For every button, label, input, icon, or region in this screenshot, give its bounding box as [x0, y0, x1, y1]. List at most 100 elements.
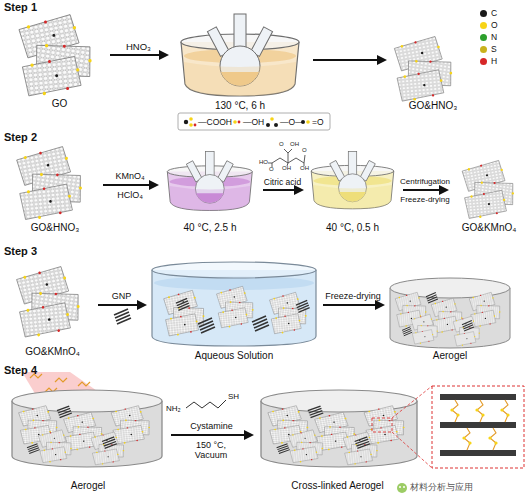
legend-entry: —O— [280, 117, 304, 127]
arrow-label: Centrifugation [400, 178, 450, 187]
stage-node: 40 °C, 2.5 h [160, 150, 260, 234]
stage-node: GO&HNO₃ [10, 142, 100, 234]
annotation: OH [290, 141, 299, 148]
legend-text: H [491, 56, 497, 66]
stage-label: GO&KMnO₄ [462, 222, 517, 234]
legend-entry: O [480, 20, 498, 30]
citric-acid-structure [268, 149, 305, 167]
legend-text: S [491, 44, 497, 54]
legend-entry: —COOH [198, 117, 232, 127]
step-heading: Step 3 [4, 245, 37, 258]
legend-text: —OH [243, 117, 264, 127]
legend-entry: H [480, 56, 497, 66]
go-sheets [461, 160, 515, 219]
legend-text: =O [312, 117, 324, 127]
step-heading: Step 4 [4, 364, 37, 377]
arrow-label: KMnO₄ [115, 172, 144, 182]
stage-node: 40 °C, 0.5 h [305, 150, 400, 234]
annotation: SH [228, 392, 239, 401]
aerogel-cylinder [390, 278, 510, 348]
arrow-label: Cystamine [190, 422, 233, 432]
stage-label: 40 °C, 0.5 h [326, 222, 379, 234]
atom-swatch [480, 58, 487, 65]
annotation: NH₂ [166, 404, 181, 413]
process-arrow [403, 189, 447, 191]
process-arrow [171, 434, 252, 436]
annotation: O [279, 141, 284, 148]
process-arrow [98, 304, 145, 306]
process-arrow [110, 54, 167, 56]
annotation: HClO₄ [117, 190, 143, 200]
process-arrow [103, 184, 157, 186]
stage-label: GO&HNO₃ [31, 222, 80, 234]
zoom-inset [372, 386, 524, 468]
legend-entry: N [480, 32, 497, 42]
legend-text: —COOH [198, 117, 232, 127]
process-arrow [263, 189, 302, 191]
cystamine-structure [186, 400, 226, 408]
atom-swatch [480, 22, 487, 29]
legend-text: O [491, 20, 498, 30]
annotation: O [269, 166, 274, 173]
annotation: 150 °C, Vacuum [186, 440, 236, 461]
watermark: 材料分析与应用 [410, 482, 473, 492]
step-heading: Step 1 [4, 1, 37, 14]
atom-swatch [480, 10, 487, 17]
stage-node: 130 °C, 6 h [170, 10, 310, 112]
legend-entry: S [480, 44, 497, 54]
annotation: OH [300, 165, 309, 172]
process-arrow [313, 59, 385, 61]
go-sheets [394, 36, 454, 102]
stage-label: 40 °C, 2.5 h [184, 222, 237, 234]
stage-node: Cross-linked Aerogel [255, 382, 420, 492]
go-sheets [16, 266, 82, 338]
legend-entry: C [480, 8, 497, 18]
stage-node: GO&KMnO₄ [450, 155, 528, 234]
arrow-label: HNO₃ [126, 42, 151, 52]
stage-node: Aerogel [8, 382, 168, 492]
stage-node: GO&HNO₃ [388, 34, 478, 112]
legend-text: C [491, 8, 497, 18]
flask-bath [167, 151, 252, 210]
stage-label: GO [52, 98, 68, 110]
stage-node: Aerogel [386, 276, 514, 362]
gnp-symbol [114, 309, 131, 324]
aerogel-cylinder [12, 390, 162, 467]
stage-label: GO&HNO₃ [409, 100, 458, 112]
beaker [152, 262, 316, 346]
annotation: O [302, 147, 307, 154]
watermark-icon [397, 483, 407, 493]
step-heading: Step 2 [4, 131, 37, 144]
stage-label: Aerogel [433, 350, 467, 362]
legend-entry: —OH [243, 117, 264, 127]
legend-entry: =O [312, 117, 324, 127]
stage-node: GO [12, 14, 107, 110]
legend-text: —O— [280, 117, 304, 127]
stage-node: Aqueous Solution [148, 258, 320, 362]
flask-bath [181, 14, 299, 96]
stage-node: GO&KMnO₄ [10, 262, 95, 358]
stage-label: GO&KMnO₄ [25, 346, 80, 358]
aerogel-cylinder [261, 390, 417, 467]
annotation: Freeze-drying [400, 195, 449, 204]
arrow-label: GNP [112, 292, 132, 302]
legend-text: N [491, 32, 497, 42]
group-legend-box [178, 113, 330, 130]
annotation: HO [259, 159, 268, 166]
stage-label: Aerogel [71, 480, 105, 492]
stage-label: Aqueous Solution [195, 350, 273, 362]
arrow-label: Freeze-drying [325, 292, 381, 302]
stage-label: Cross-linked Aerogel [291, 480, 383, 492]
atom-swatch [480, 34, 487, 41]
atom-swatch [480, 46, 487, 53]
stage-label: 130 °C, 6 h [215, 100, 265, 112]
flask-bath [311, 151, 394, 208]
go-sheets [18, 14, 94, 97]
annotation: OH [282, 165, 291, 172]
arrow-label: Citric acid [264, 178, 301, 187]
go-sheets [16, 146, 84, 220]
process-arrow [323, 304, 383, 306]
